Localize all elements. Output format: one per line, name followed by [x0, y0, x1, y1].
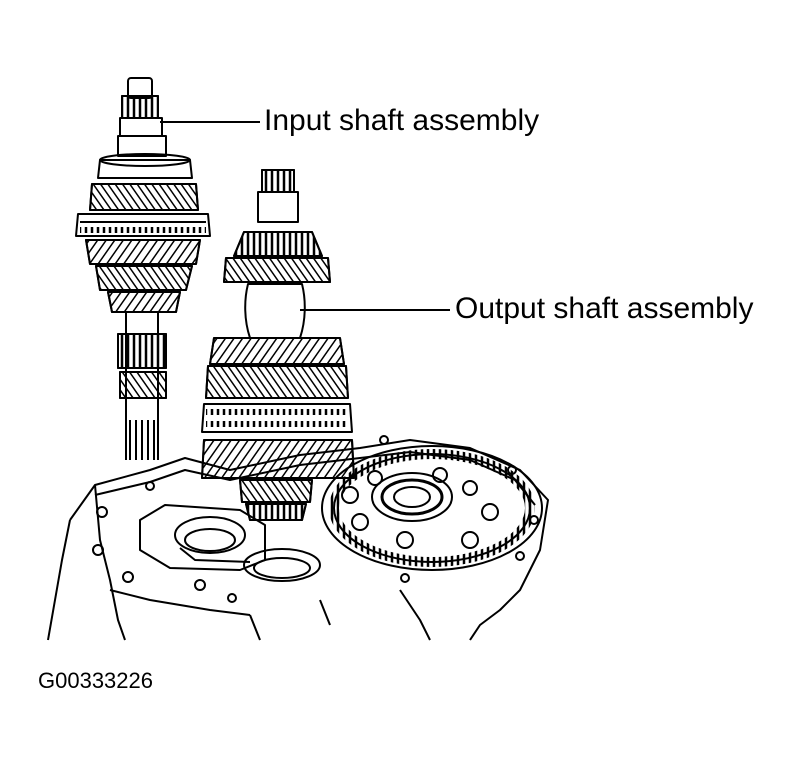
input-shaft-label: Input shaft assembly — [264, 104, 540, 137]
output-shaft — [201, 169, 355, 521]
figure-id: G00333226 — [38, 668, 153, 693]
output-shaft-label: Output shaft assembly — [455, 292, 754, 325]
input-shaft — [75, 77, 211, 460]
transmission-case — [47, 435, 549, 641]
